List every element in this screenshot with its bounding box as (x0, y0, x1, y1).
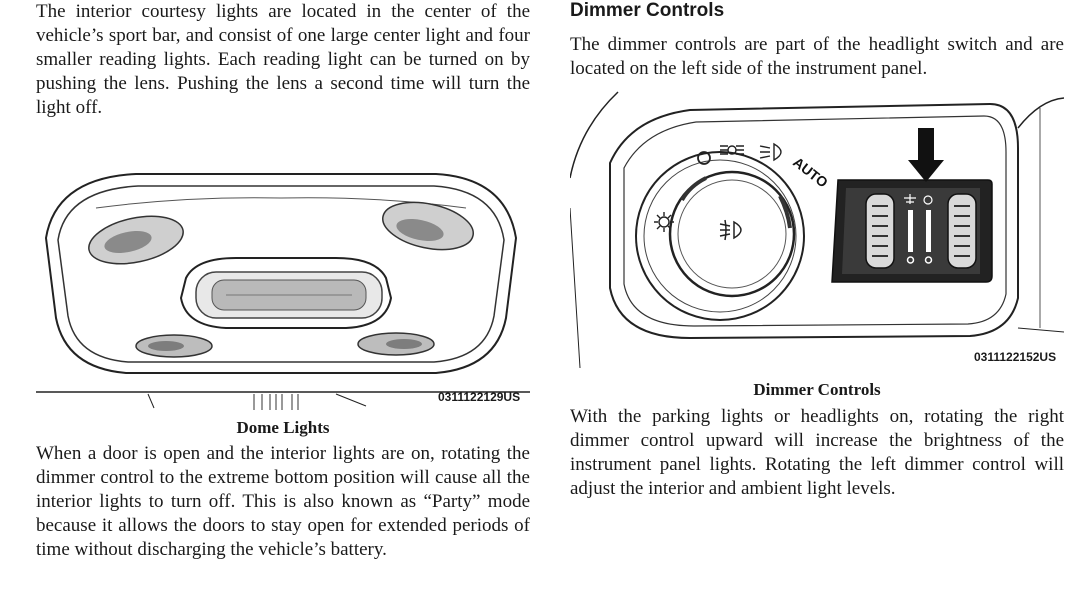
right-dimmer-wheel[interactable] (947, 193, 977, 269)
dome-lights-figure (36, 173, 530, 410)
off-position-icon (697, 151, 711, 165)
dome-lights-caption: Dome Lights (236, 418, 330, 437)
left-dimmer-wheel[interactable] (865, 193, 895, 269)
reading-light-lower-left-icon (135, 334, 213, 358)
fog-lights-icon (719, 219, 742, 241)
dimmer-operation-text: With the parking lights or headlights on… (570, 406, 1064, 499)
dimmer-controls-figure-code: 0311122152US (974, 350, 1057, 364)
interior-light-icon (654, 212, 674, 232)
pointer-arrow-icon (908, 128, 944, 182)
headlights-icon (759, 142, 782, 162)
dimmer-controls-heading: Dimmer Controls (570, 0, 725, 21)
parking-lights-icon (720, 145, 744, 155)
dimmer-controls-caption: Dimmer Controls (753, 380, 881, 399)
reading-light-lower-right-icon (357, 332, 435, 356)
dimmer-controls-intro: The dimmer controls are part of the head… (570, 34, 1064, 79)
dome-lights-figure-code: 0311122129US (438, 390, 521, 404)
reading-light-upper-left-icon (88, 215, 184, 265)
center-dome-light-icon (179, 257, 393, 329)
dimmer-controls-figure: AUTO (570, 91, 1064, 368)
dimmer-level-indicator-icon (904, 194, 933, 264)
dome-lights-intro: The interior courtesy lights are located… (36, 1, 530, 118)
party-mode-text: When a door is open and the interior lig… (36, 443, 530, 560)
reading-light-upper-right-icon (382, 201, 474, 251)
headlight-switch-knob[interactable] (668, 170, 796, 298)
